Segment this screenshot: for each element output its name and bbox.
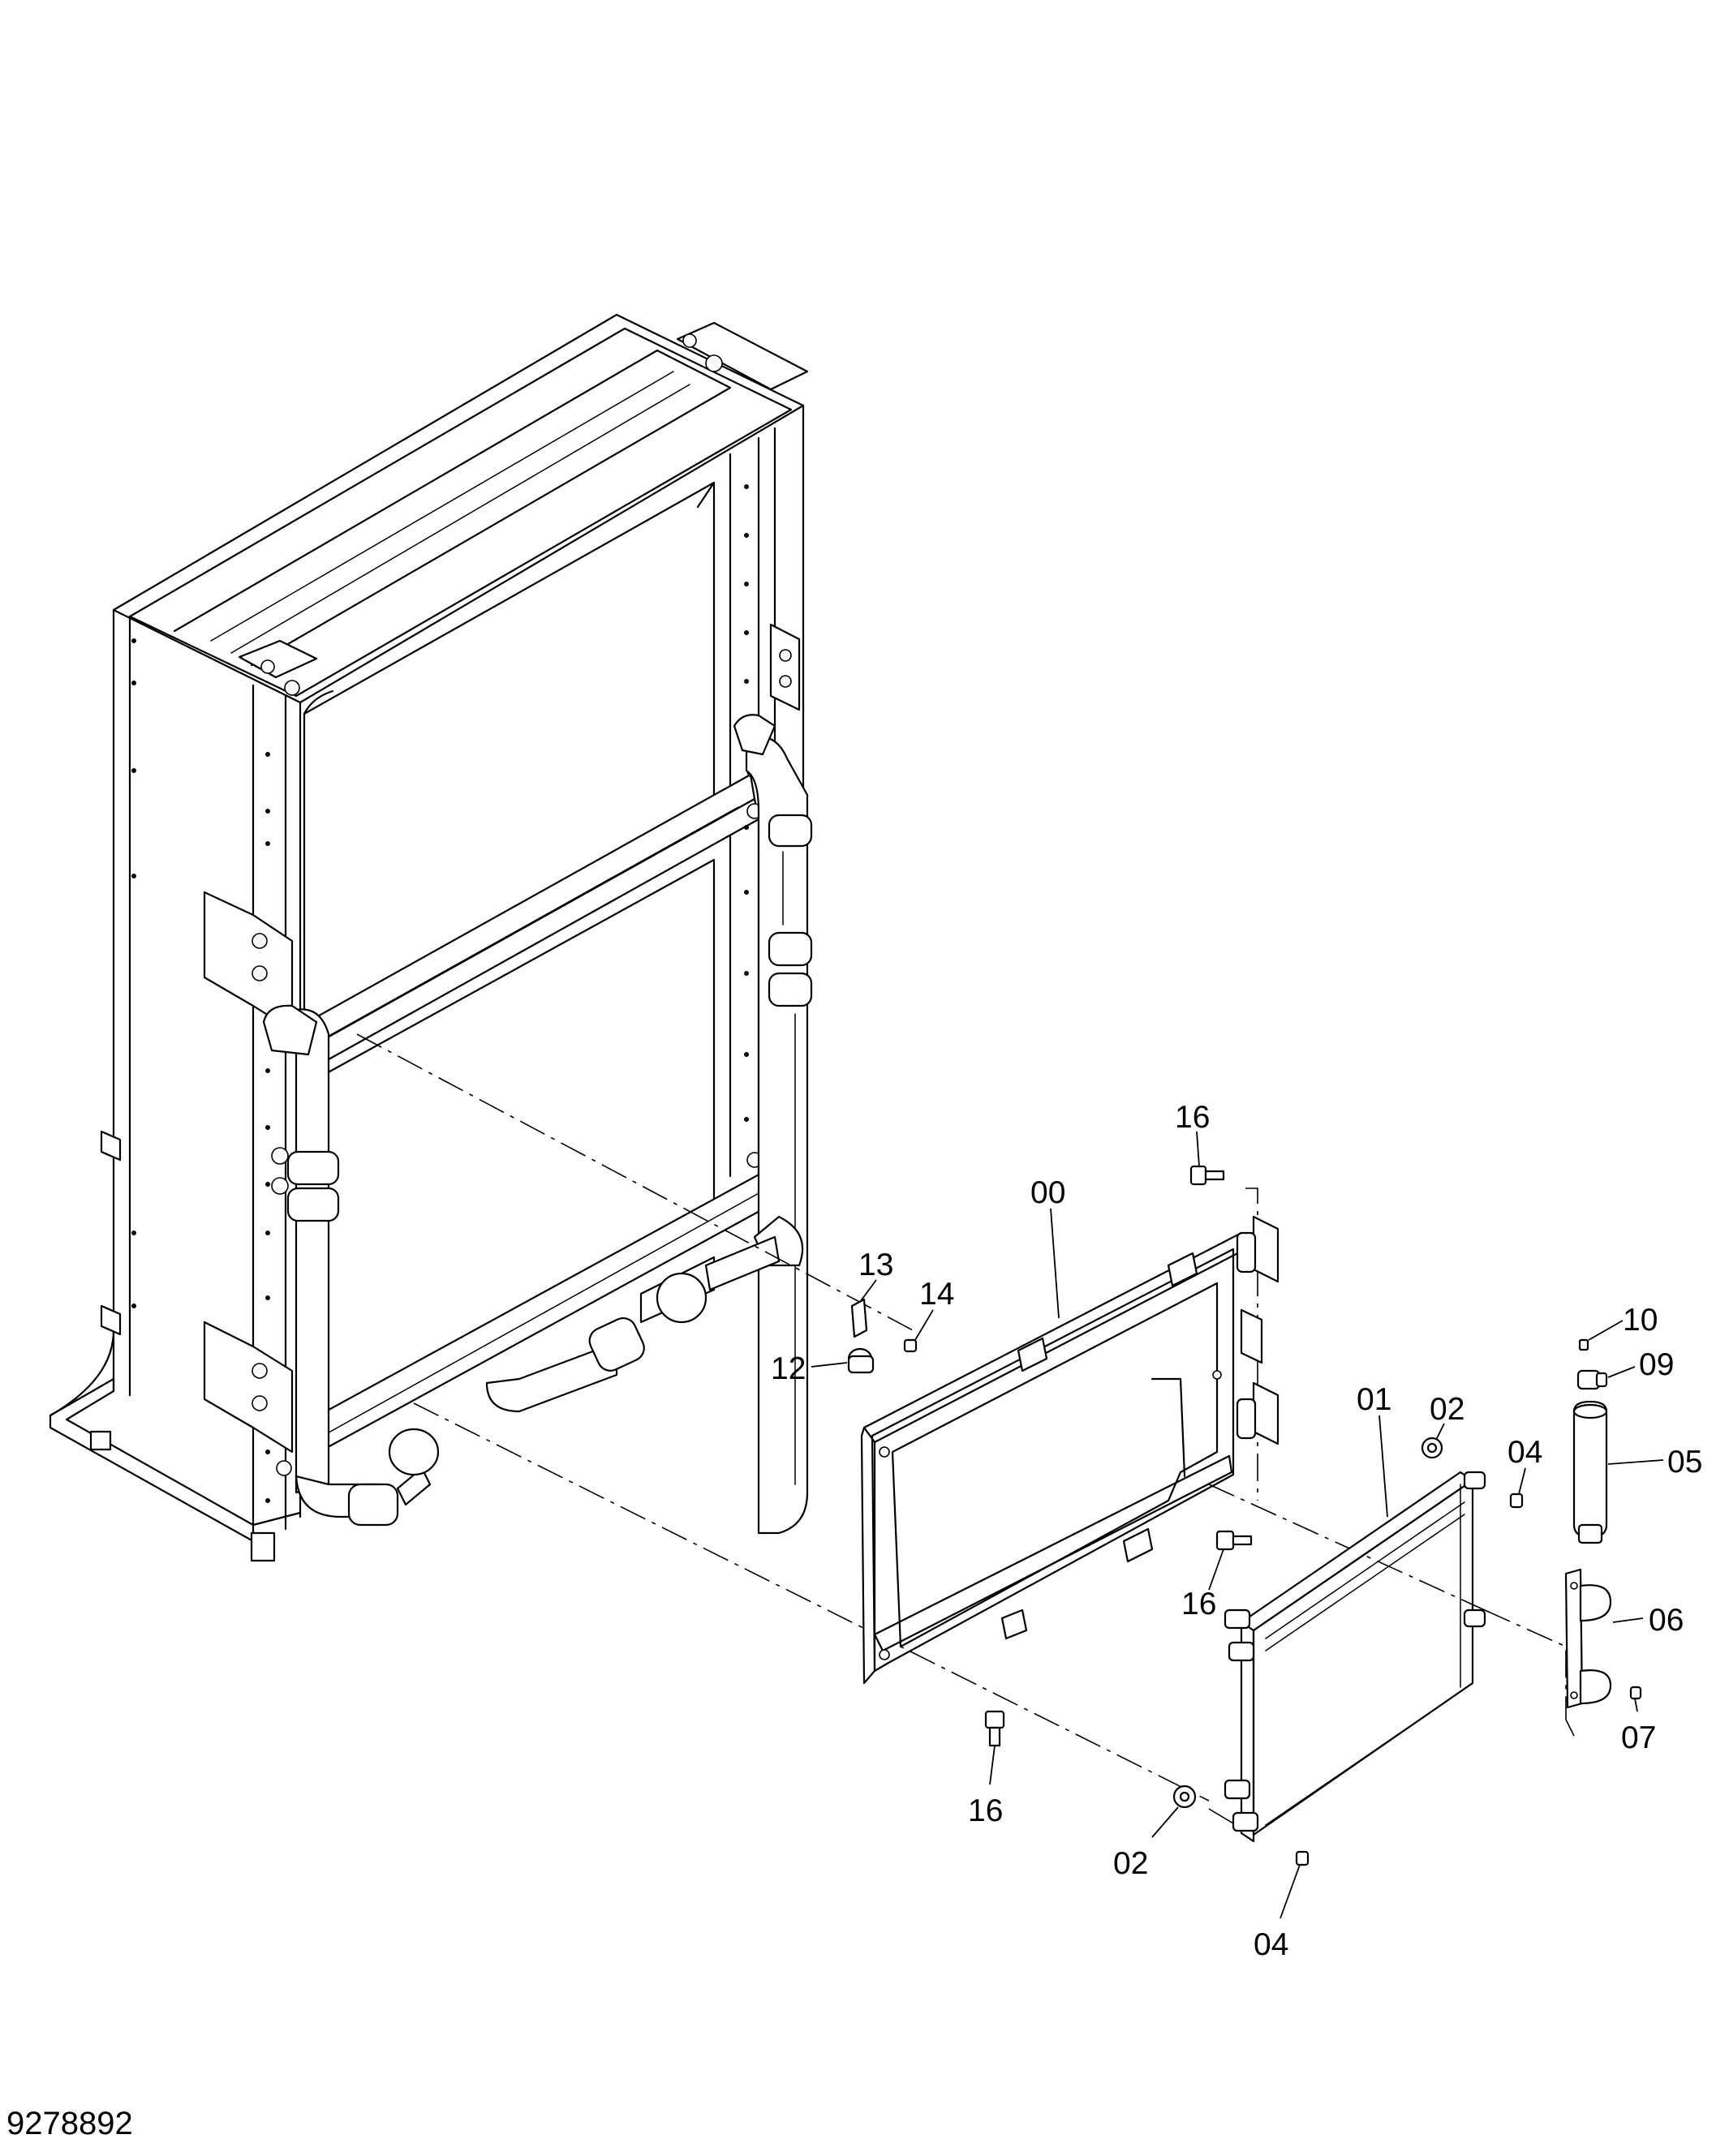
nut-02-bottom-icon <box>1172 1784 1197 1809</box>
callout-14: 14 <box>919 1277 954 1312</box>
callout-04-bottom: 04 <box>1254 1927 1288 1962</box>
part-01-condenser <box>1224 1471 1486 1843</box>
callout-09: 09 <box>1639 1347 1674 1382</box>
part-06-bracket <box>1564 1568 1612 1709</box>
clamp-09-icon <box>1576 1369 1608 1390</box>
bolt-16-top-icon <box>1189 1165 1225 1186</box>
screw-04-top-icon <box>1509 1492 1524 1509</box>
bolt-16-middle-icon <box>1215 1530 1253 1551</box>
callout-labels: 16 00 13 14 12 01 02 04 10 09 05 16 06 0… <box>771 1100 1702 1962</box>
screw-10-icon <box>1578 1338 1589 1351</box>
callout-02-bottom: 02 <box>1113 1846 1148 1881</box>
callout-10: 10 <box>1623 1303 1658 1338</box>
screw-04-bottom-icon <box>1295 1850 1310 1866</box>
callout-06: 06 <box>1649 1603 1684 1638</box>
drawing-number: 9278892 <box>6 2106 133 2141</box>
callout-04-top: 04 <box>1507 1435 1542 1470</box>
alignment-lines <box>356 1033 1575 1834</box>
callout-16-top: 16 <box>1175 1100 1210 1135</box>
callout-12: 12 <box>771 1351 806 1386</box>
coolant-hoses <box>262 714 813 1535</box>
radiator-frame-assembly <box>49 313 809 1562</box>
screw-14-icon <box>903 1338 918 1353</box>
nut-02-top-icon <box>1421 1437 1443 1459</box>
part-05-receiver-drier <box>1572 1400 1608 1544</box>
callout-05: 05 <box>1667 1445 1702 1480</box>
bolt-16-bottom-icon <box>984 1710 1005 1747</box>
callout-16-bottom: 16 <box>968 1793 1003 1828</box>
clip-13-icon <box>850 1298 868 1338</box>
screw-07-icon <box>1629 1686 1642 1700</box>
callout-07: 07 <box>1621 1720 1656 1755</box>
clamp-12-icon <box>847 1347 875 1374</box>
callout-leaders <box>811 1131 1664 1919</box>
callout-00: 00 <box>1030 1175 1065 1210</box>
part-00-mounting-frame <box>860 1215 1280 1685</box>
callout-16-middle: 16 <box>1181 1587 1216 1621</box>
callout-13: 13 <box>858 1248 893 1282</box>
callout-01: 01 <box>1357 1382 1391 1417</box>
callout-02-top: 02 <box>1430 1392 1464 1427</box>
